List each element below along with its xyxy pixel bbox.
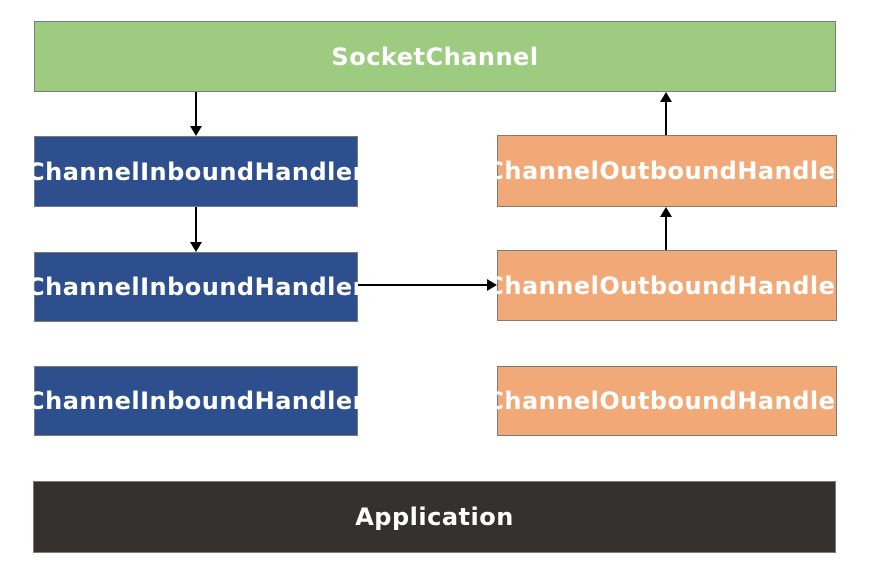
inbound-handler-label-3: ChannelInboundHandler: [27, 387, 365, 415]
outbound-handler-label-3: ChannelOutboundHandler: [486, 387, 848, 415]
inbound-handler-label-2: ChannelInboundHandler: [27, 273, 365, 301]
application-label: Application: [355, 503, 514, 531]
arrow-head-up-icon: [660, 92, 672, 102]
arrow-head-up-icon: [660, 207, 672, 217]
socket-channel-box: SocketChannel: [34, 21, 836, 92]
inbound-handler-label-1: ChannelInboundHandler: [27, 157, 365, 186]
arrow-line: [195, 92, 197, 128]
inbound-handler-box-2: ChannelInboundHandler: [27, 252, 365, 322]
arrow-inbound2-to-outbound2-right: [358, 279, 497, 291]
arrow-head-right-icon: [487, 279, 497, 291]
inbound-handler-box-3: ChannelInboundHandler: [27, 366, 365, 436]
arrow-line: [358, 284, 488, 286]
arrow-outbound1-to-socket-up: [660, 92, 672, 135]
arrow-head-down-icon: [190, 242, 202, 252]
outbound-handler-label-1: ChannelOutboundHandler: [486, 157, 848, 185]
outbound-handler-box-2: ChannelOutboundHandler: [486, 250, 847, 321]
socket-channel-label: SocketChannel: [331, 42, 539, 71]
arrow-line: [195, 207, 197, 243]
outbound-handler-box-3: ChannelOutboundHandler: [486, 366, 847, 436]
arrow-socket-to-inbound1-down: [190, 92, 202, 136]
inbound-handler-box-1: ChannelInboundHandler: [27, 136, 365, 207]
application-box: Application: [33, 481, 836, 553]
arrow-head-down-icon: [190, 126, 202, 136]
outbound-handler-box-1: ChannelOutboundHandler: [486, 135, 847, 207]
arrow-outbound2-to-outbound1-up: [660, 207, 672, 250]
outbound-handler-label-2: ChannelOutboundHandler: [486, 271, 848, 300]
arrow-inbound1-to-inbound2-down: [190, 207, 202, 252]
arrow-line: [665, 100, 667, 135]
arrow-line: [665, 215, 667, 250]
